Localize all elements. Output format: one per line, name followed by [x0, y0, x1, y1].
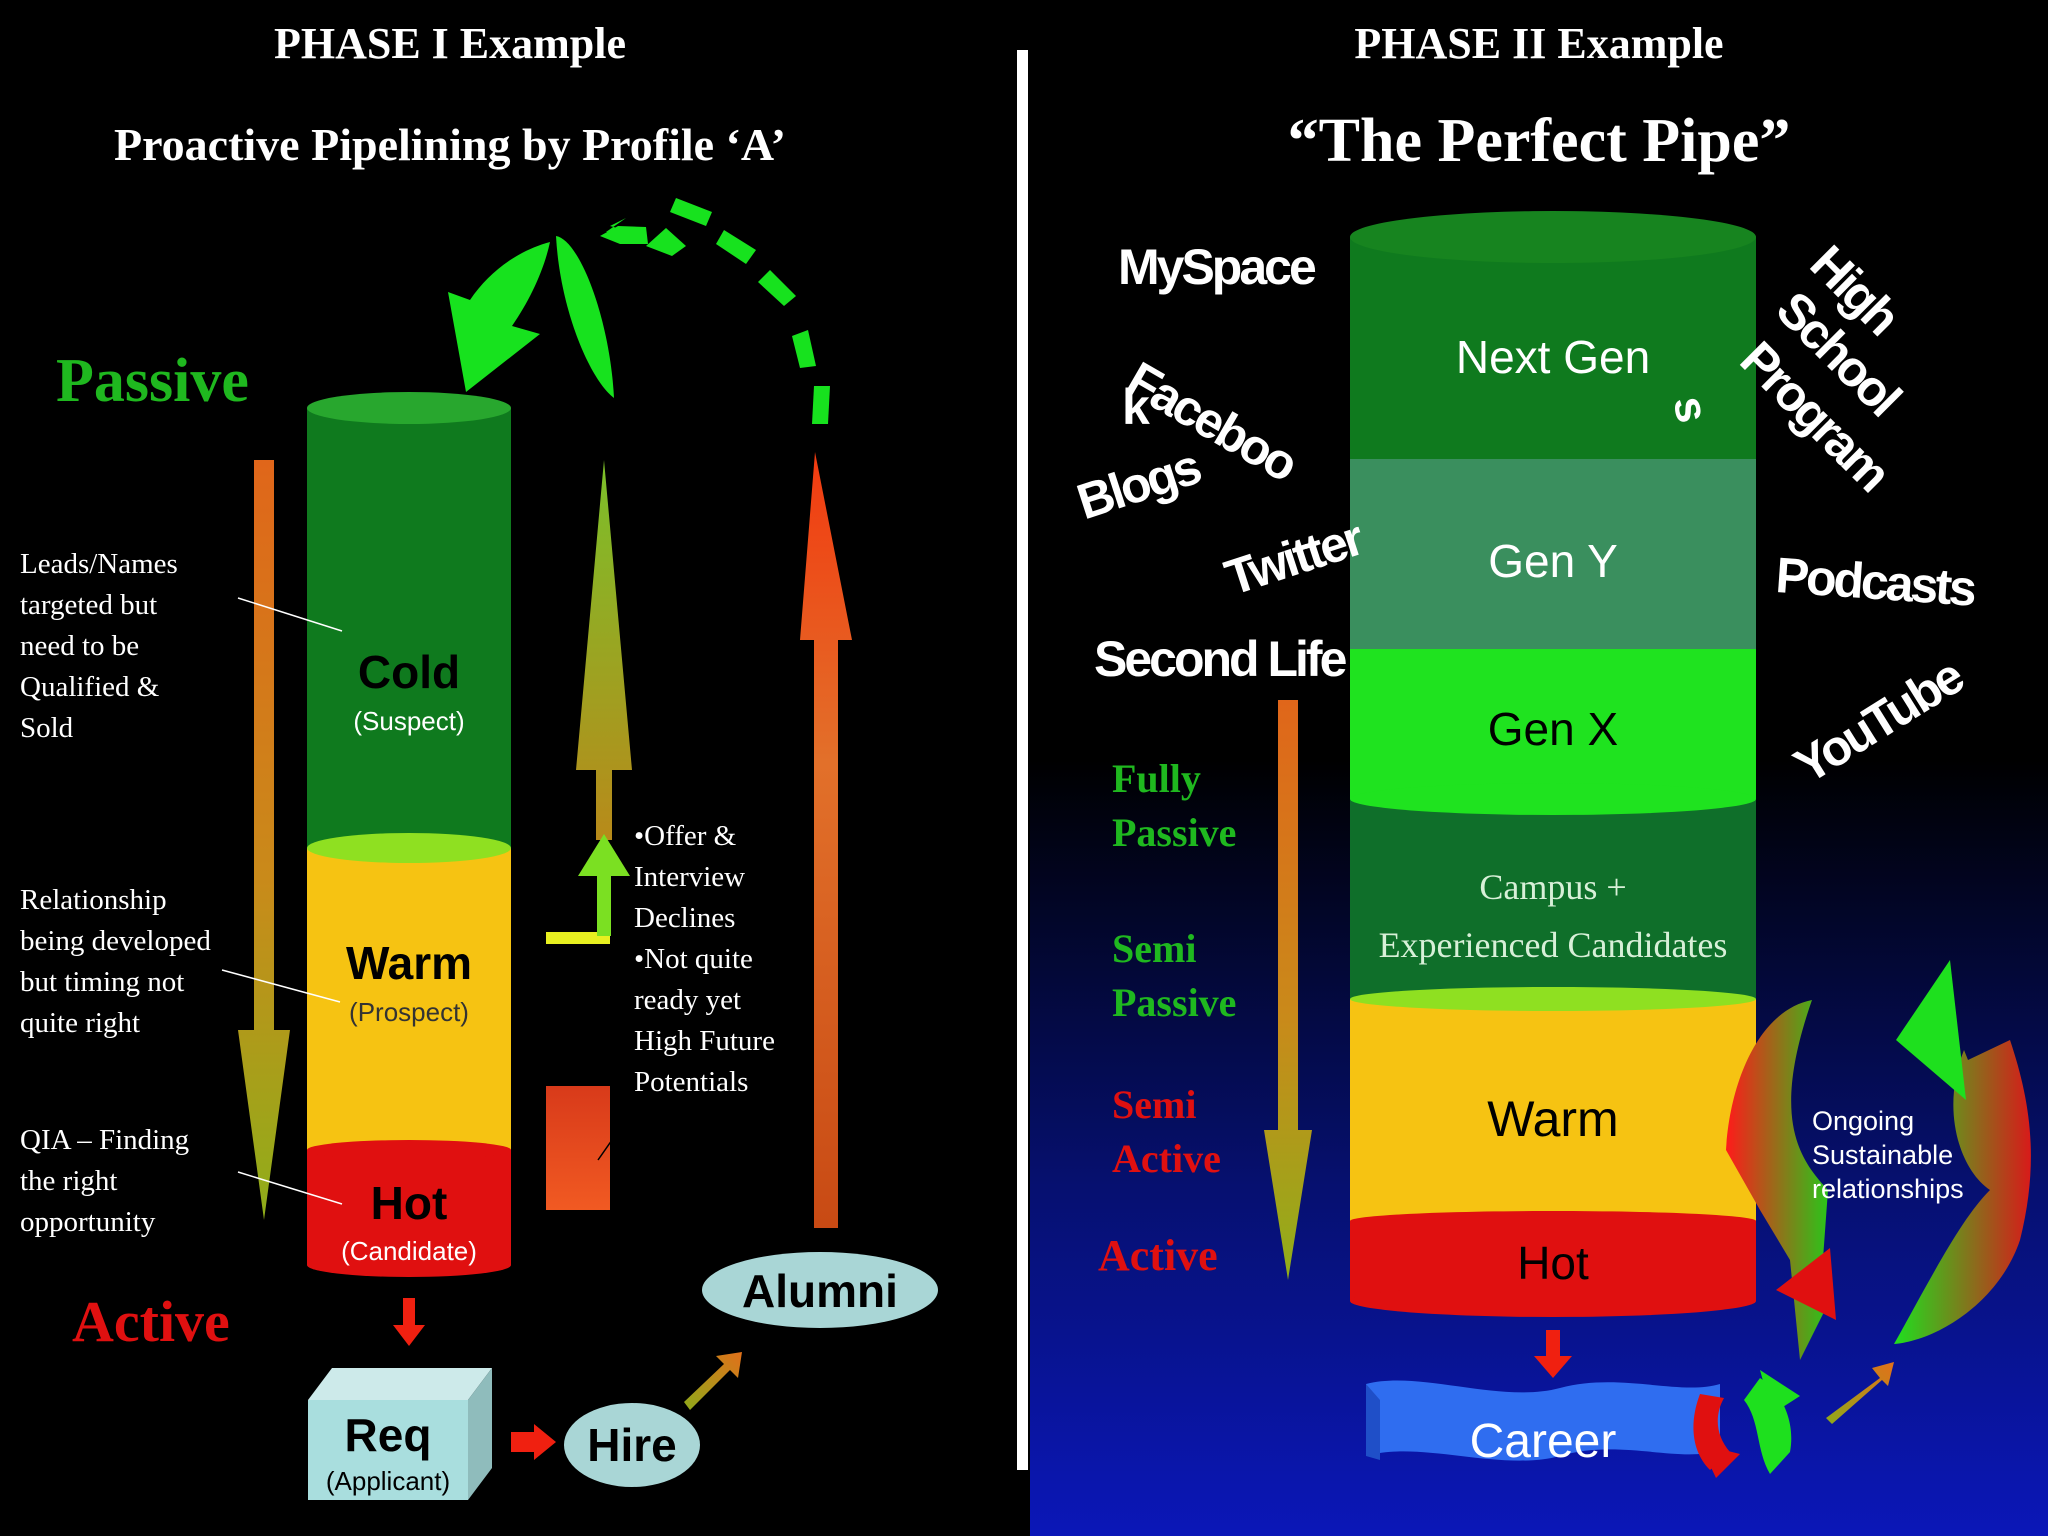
warm-label: Warm	[345, 937, 473, 989]
active-label: Active	[72, 1289, 230, 1354]
left-passive-to-active-arrow	[238, 460, 290, 1220]
left-pipe-cylinder	[307, 392, 511, 1277]
req-cube	[308, 1368, 492, 1500]
green-curved-down-arrow	[448, 242, 550, 392]
career-label: Career	[1469, 1415, 1617, 1468]
green-leaf-shape	[556, 236, 614, 398]
cold-label: Cold	[357, 646, 461, 698]
right-pipe-cylinder	[1350, 211, 1756, 1317]
segment-gen-x: Gen X	[1487, 703, 1619, 755]
hot-to-career-arrow	[1534, 1330, 1572, 1378]
social-facebook-part2: k	[1122, 379, 1150, 435]
passive-label: Passive	[56, 347, 249, 415]
social-myspace: MySpace	[1118, 239, 1317, 295]
campus-experienced-label: Campus +Experienced Candidates	[1378, 867, 1728, 965]
social-second-life: Second Life	[1094, 631, 1347, 687]
phase2-heading: PHASE II Example	[1354, 19, 1724, 68]
right-warm-label: Warm	[1487, 1091, 1619, 1147]
leads-pointer-line	[237, 597, 343, 632]
phase1-heading: PHASE I Example	[273, 19, 627, 68]
hot-label: Hot	[370, 1177, 448, 1229]
right-passive-to-active-arrow	[1264, 700, 1312, 1280]
career-banner	[1366, 1380, 1720, 1461]
phase2-title: “The Perfect Pipe”	[1287, 107, 1791, 175]
right-hot-label: Hot	[1517, 1237, 1589, 1289]
cold-sublabel: (Suspect)	[353, 706, 465, 736]
segment-gen-y: Gen Y	[1488, 535, 1618, 587]
req-label: Req	[344, 1409, 432, 1461]
center-divider	[1017, 50, 1028, 1470]
hire-label: Hire	[587, 1419, 677, 1471]
phase1-title: Proactive Pipelining by Profile ‘A’	[113, 119, 786, 170]
qia-pointer-line	[237, 1171, 343, 1205]
alumni-up-arrow	[800, 452, 852, 1228]
hire-ellipse	[564, 1403, 700, 1487]
relationship-pointer-line	[221, 969, 341, 1003]
alumni-ellipse	[702, 1252, 938, 1328]
level-active: Active	[1098, 1231, 1218, 1280]
req-to-hire-arrow	[511, 1424, 556, 1460]
hot-sublabel: (Candidate)	[341, 1236, 477, 1266]
alumni-label: Alumni	[742, 1265, 898, 1317]
ongoing-cycle-arrows	[1693, 960, 2031, 1478]
req-sublabel: (Applicant)	[325, 1466, 451, 1496]
warm-sublabel: (Prospect)	[349, 997, 469, 1027]
future-potential-up-arrow	[576, 460, 632, 840]
return-dashed-arrow	[600, 198, 830, 424]
segment-next-gen: Next Gen	[1455, 331, 1651, 383]
declines-box	[546, 1086, 610, 1210]
hot-to-req-arrow	[393, 1298, 425, 1346]
hire-to-alumni-arrow	[684, 1352, 742, 1410]
